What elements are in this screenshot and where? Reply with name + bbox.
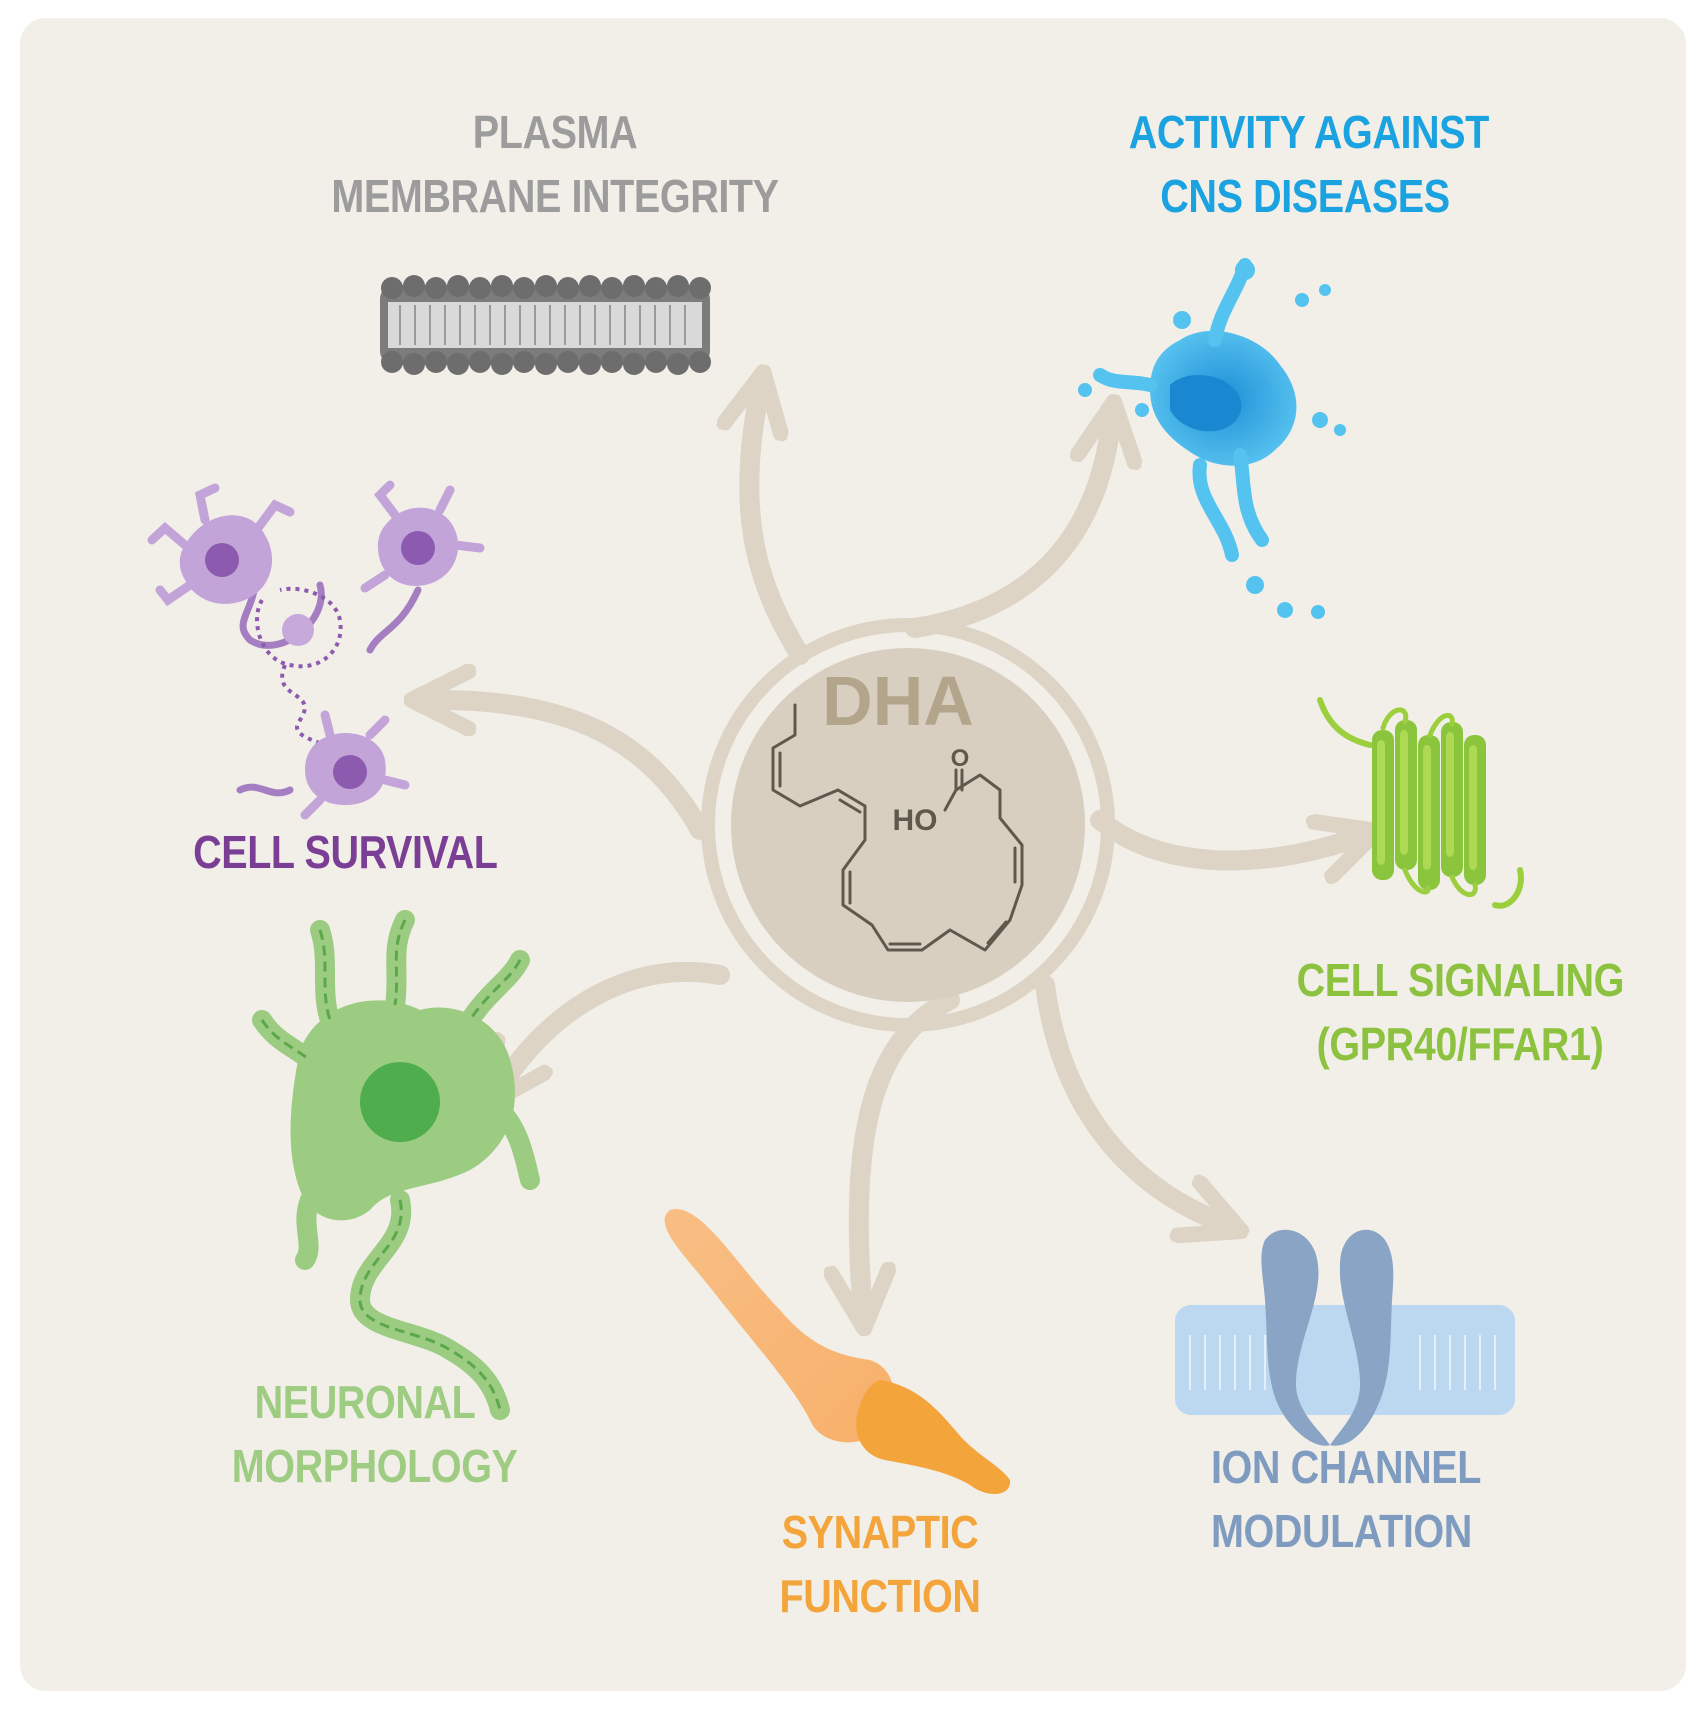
label-line: ION CHANNEL <box>1211 1441 1481 1493</box>
hydroxyl-label: HO <box>893 804 938 837</box>
label-line: NEURONAL <box>254 1376 476 1428</box>
arrow-morphology <box>505 961 730 1080</box>
label-line: FUNCTION <box>779 1570 981 1622</box>
surviving-neurons-icon <box>147 480 485 820</box>
label-line: MEMBRANE INTEGRITY <box>331 170 779 222</box>
arrow-synaptic <box>859 990 960 1300</box>
label-neuronal-morphology: NEURONAL MORPHOLOGY <box>231 1370 518 1498</box>
label-line: CELL SIGNALING <box>1296 954 1625 1006</box>
label-plasma-membrane-integrity: PLASMA MEMBRANE INTEGRITY <box>327 100 783 228</box>
arrows <box>440 400 1350 1300</box>
neuron-icon <box>252 910 540 1420</box>
arrow-signaling <box>1090 810 1350 860</box>
label-cell-signaling: CELL SIGNALING (GPR40/FFAR1) <box>1296 948 1625 1076</box>
dha-molecule-icon <box>771 703 1024 952</box>
label-line: CNS DISEASES <box>1160 170 1450 222</box>
ion-channel-icon <box>1175 1229 1515 1446</box>
lipid-bilayer-icon <box>380 275 711 375</box>
label-line: PLASMA <box>472 106 638 158</box>
arrow-ion <box>1035 975 1215 1220</box>
label-cell-survival: CELL SURVIVAL <box>193 820 498 884</box>
label-line: SYNAPTIC <box>781 1506 979 1558</box>
label-synaptic-function: SYNAPTIC FUNCTION <box>777 1500 983 1628</box>
label-ion-channel-modulation: ION CHANNEL MODULATION <box>1211 1435 1481 1563</box>
arrow-plasma <box>749 400 810 665</box>
label-line: MODULATION <box>1211 1505 1472 1557</box>
dha-title: DHA <box>822 662 974 740</box>
label-line: ACTIVITY AGAINST <box>1128 106 1490 158</box>
label-activity-against-cns-diseases: ACTIVITY AGAINST CNS DISEASES <box>1128 100 1490 228</box>
arrow-survival <box>440 700 710 840</box>
label-line: CELL SURVIVAL <box>193 826 498 878</box>
label-line: (GPR40/FFAR1) <box>1316 1018 1604 1070</box>
synapse-icon <box>664 1209 1011 1495</box>
dha-center: DHA O HO <box>701 618 1115 1032</box>
label-line: MORPHOLOGY <box>231 1440 518 1492</box>
arrow-cns <box>905 430 1110 638</box>
gpcr-receptor-icon <box>1317 697 1524 909</box>
oxygen-label: O <box>951 745 970 772</box>
damaged-neuron-icon <box>1078 258 1346 619</box>
